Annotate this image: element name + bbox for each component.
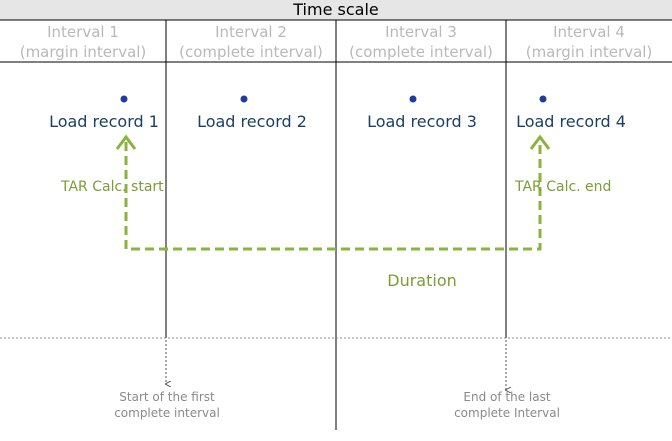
record-dot-4 [539,95,547,103]
interval-1-kind: (margin interval) [19,43,147,61]
end-note-line-1: End of the last [463,390,551,404]
interval-4-name: Interval 4 [553,23,625,41]
tar-calc-start-label: TAR Calc. start [61,179,164,195]
start-note-line-2: complete interval [114,406,220,420]
diagram-title: Time scale [293,0,379,19]
end-note-line-2: complete Interval [454,406,560,420]
interval-1-name: Interval 1 [47,23,119,41]
interval-3-kind: (complete interval) [349,43,493,61]
duration-arrow-left [115,134,137,150]
title-band [0,0,672,20]
start-note-line-1: Start of the first [119,390,215,404]
interval-2-kind: (complete interval) [179,43,323,61]
interval-3-name: Interval 3 [385,23,457,41]
tar-calc-end-label: TAR Calc. end [515,179,612,195]
duration-path [124,142,542,251]
interval-2-name: Interval 2 [215,23,287,41]
load-record-2-label: Load record 2 [197,112,307,131]
interval-4-kind: (margin interval) [525,43,653,61]
record-dot-1 [120,95,128,103]
load-record-3-label: Load record 3 [367,112,477,131]
duration-arrow-right [529,134,551,150]
load-record-1-label: Load record 1 [49,112,159,131]
load-record-4-label: Load record 4 [516,112,626,131]
record-dot-3 [409,95,417,103]
record-dot-2 [240,95,248,103]
duration-label: Duration [387,271,457,290]
